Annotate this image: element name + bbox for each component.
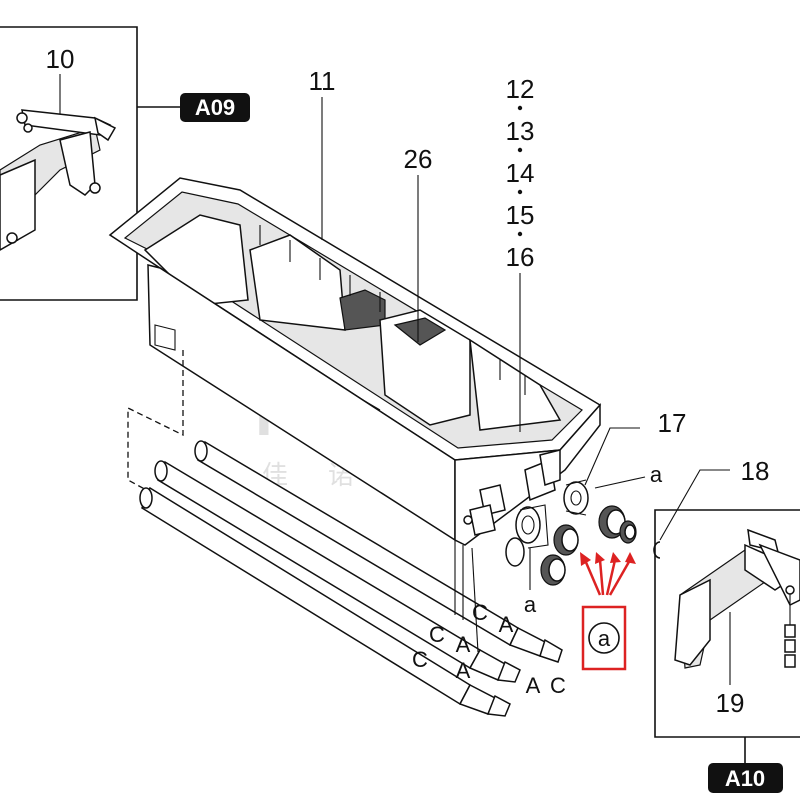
callout-11: 11 <box>309 66 336 96</box>
label-a-circle: a <box>598 626 611 651</box>
part-11-frame <box>108 177 602 546</box>
callout-12: 12 <box>506 74 535 104</box>
callout-17: 17 <box>658 408 687 438</box>
gear-17 <box>563 479 589 516</box>
gear-left <box>505 504 549 567</box>
label-a-2: A <box>456 632 471 657</box>
e-ring-18 <box>653 541 661 559</box>
label-a-mid: a <box>524 592 537 617</box>
badge-a09: A09 <box>195 95 235 120</box>
label-a-top: a <box>650 462 663 487</box>
label-a-1: A <box>499 612 514 637</box>
gear-pair <box>540 505 637 586</box>
roller-3 <box>139 486 511 717</box>
gears: a 17 a 18 <box>505 408 770 617</box>
part-10 <box>0 109 117 251</box>
inset-a09: A09 10 <box>0 26 250 301</box>
callout-19: 19 <box>716 688 745 718</box>
label-c-4: C <box>550 673 566 698</box>
label-c-1: C <box>472 600 488 625</box>
label-c-2: C <box>429 622 445 647</box>
rollers: C A C A C A A C <box>127 350 566 717</box>
label-a-3: A <box>456 658 471 683</box>
badge-a10: A10 <box>725 766 765 791</box>
callout-18: 18 <box>741 456 770 486</box>
callout-10: 10 <box>46 44 75 74</box>
highlight-group: a <box>580 552 636 671</box>
roller-1 <box>194 440 563 663</box>
highlight-box <box>581 605 627 671</box>
callout-16: 16 <box>506 242 535 272</box>
inset-a10: A10 19 <box>654 509 800 793</box>
callout-14: 14 <box>506 158 535 188</box>
callout-13: 13 <box>506 116 535 146</box>
roller-2 <box>154 460 521 683</box>
frame-callouts: 11 26 12 13 14 15 16 <box>309 66 535 432</box>
label-c-3: C <box>412 647 428 672</box>
callout-15: 15 <box>506 200 535 230</box>
part-19 <box>674 528 800 669</box>
label-a-4: A <box>526 673 541 698</box>
callout-26: 26 <box>404 144 433 174</box>
